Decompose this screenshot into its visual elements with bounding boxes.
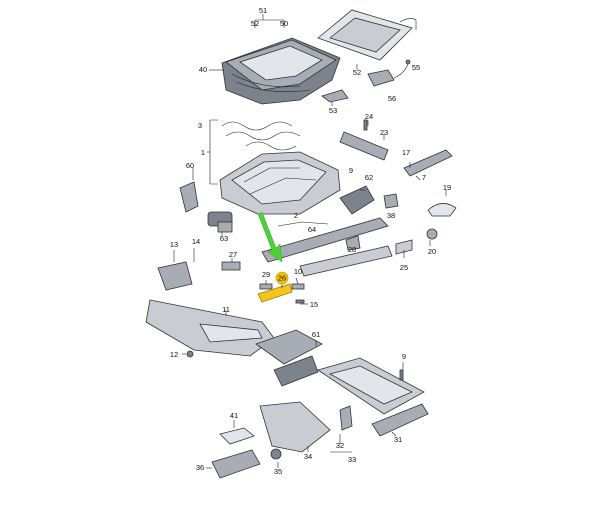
indicator-arrow: [257, 211, 283, 263]
callout-28: 28: [348, 245, 356, 254]
cover-part: [427, 203, 457, 217]
callout-13: 13: [170, 240, 178, 249]
seat-rail-part: [261, 217, 393, 277]
rail-cover-part: [395, 239, 413, 255]
screw-part: [295, 299, 305, 304]
lever-part: [403, 149, 453, 177]
callout-7: 7: [422, 173, 426, 182]
callout-24: 24: [365, 112, 373, 121]
callout-17: 17: [402, 148, 410, 157]
clip-12: [186, 350, 194, 358]
callout-34: 34: [304, 452, 312, 461]
callout-15: 15: [310, 300, 318, 309]
callout-33: 33: [348, 455, 356, 464]
callout-53: 53: [329, 106, 337, 115]
callout-9-upper: 9: [349, 166, 353, 175]
callout-52: 52: [353, 68, 361, 77]
callout-29: 29: [262, 270, 270, 279]
highlighted-part-26: [257, 283, 293, 303]
tray-part: [219, 427, 255, 445]
callout-26: 26: [278, 274, 286, 283]
callout-50: 50: [280, 19, 288, 28]
clip-part: [383, 193, 399, 209]
side-cover-part: [371, 403, 429, 437]
upper-rail-part: [339, 131, 389, 161]
callout-23: 23: [380, 128, 388, 137]
leader-lines: [173, 14, 447, 469]
base-frame-part: [317, 357, 425, 431]
heating-mat-part: [317, 9, 417, 61]
connector-part: [367, 59, 411, 87]
callout-35: 35: [274, 467, 282, 476]
callout-51: 51: [259, 6, 267, 15]
adjuster-motor-part: [339, 185, 375, 215]
bolt-9-lower: [399, 369, 404, 381]
callout-1: 1: [201, 148, 205, 157]
hinge-part: [157, 261, 193, 291]
bolt-part: [363, 119, 368, 131]
callout-52-top: 52: [251, 19, 259, 28]
callout-27: 27: [229, 250, 237, 259]
callout-60: 60: [186, 161, 194, 170]
callout-55: 55: [412, 63, 420, 72]
callout-62: 62: [365, 173, 373, 182]
callout-31: 31: [394, 435, 402, 444]
shell-part: [259, 401, 331, 453]
small-bracket-part: [345, 235, 361, 251]
trim-panel-part: [145, 299, 275, 357]
knob-part: [426, 228, 438, 240]
callout-25: 25: [400, 263, 408, 272]
callout-11: 11: [222, 305, 230, 314]
callout-12: 12: [170, 350, 178, 359]
callout-41: 41: [230, 411, 238, 420]
callout-61: 61: [312, 330, 320, 339]
part-27: [221, 261, 241, 271]
callout-40: 40: [199, 65, 207, 74]
control-module-part: [255, 329, 323, 387]
callout-56: 56: [388, 94, 396, 103]
callout-63: 63: [220, 234, 228, 243]
small-plate-part: [321, 89, 349, 103]
callout-14: 14: [192, 237, 200, 246]
round-part: [270, 448, 282, 460]
callout-9-lower: 9: [402, 352, 406, 361]
callout-64: 64: [308, 225, 316, 234]
part-10: [291, 283, 305, 290]
seat-frame-part: [219, 151, 341, 215]
callout-19: 19: [443, 183, 451, 192]
callout-20: 20: [428, 247, 436, 256]
callout-2: 2: [294, 211, 298, 220]
callout-labels: 51 52 50 40 52 55 56 53 3 1 24 23 17 7 9…: [170, 6, 451, 476]
motor-part: [207, 211, 233, 233]
bracket-part: [179, 181, 199, 213]
callout-36: 36: [196, 463, 204, 472]
part-29: [259, 283, 273, 290]
box-part: [211, 449, 261, 479]
callout-10: 10: [294, 267, 302, 276]
callout-38: 38: [387, 211, 395, 220]
spring-wires-part: [221, 121, 301, 151]
seat-cushion-part: [221, 37, 341, 105]
callout-32: 32: [336, 441, 344, 450]
highlight-badge: [275, 271, 289, 285]
callout-3: 3: [198, 121, 202, 130]
